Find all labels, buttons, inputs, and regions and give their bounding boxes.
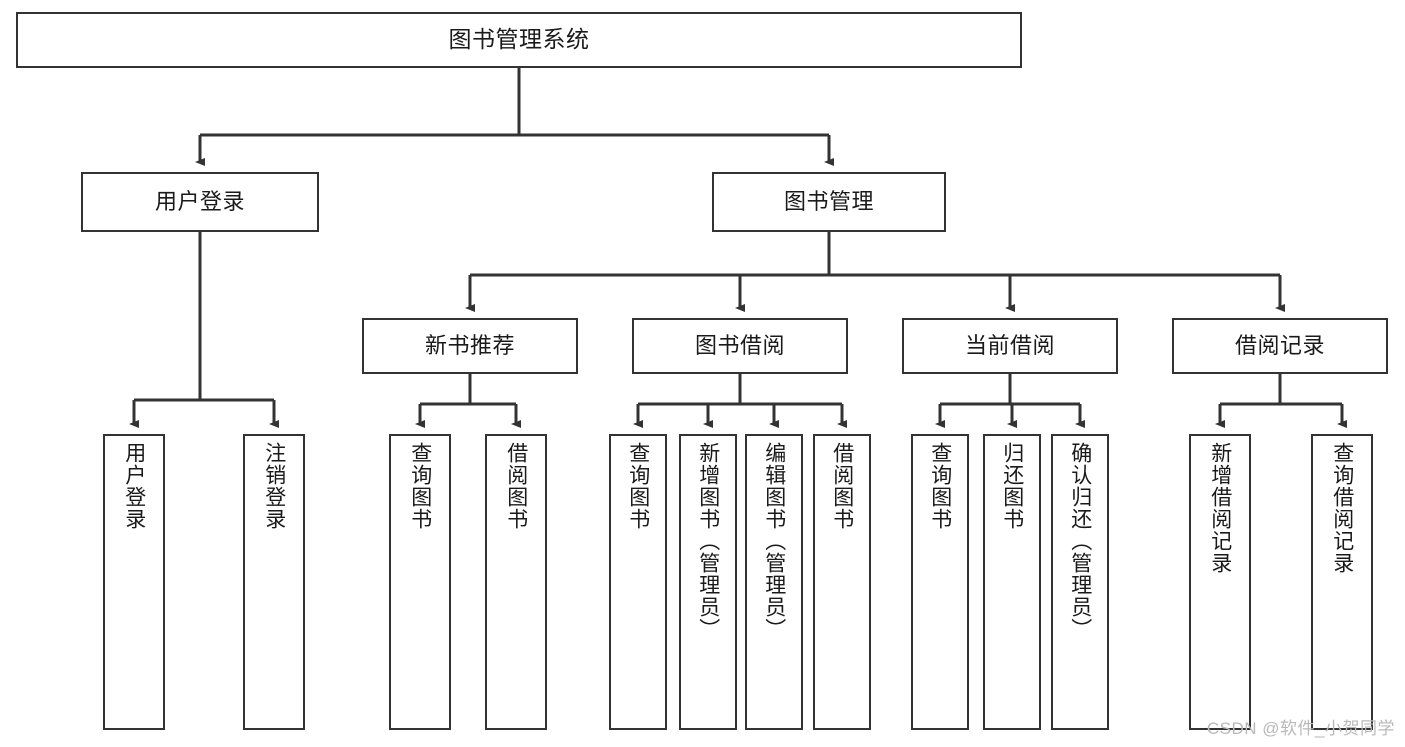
node-label: 用户登录 xyxy=(122,442,146,530)
node-b-query[interactable]: 查询图书 xyxy=(609,434,667,730)
node-root[interactable]: 图书管理系统 xyxy=(16,12,1022,68)
node-c-query[interactable]: 查询图书 xyxy=(911,434,969,730)
node-b-lend[interactable]: 借阅图书 xyxy=(813,434,871,730)
node-r-add[interactable]: 新增借阅记录 xyxy=(1189,434,1251,730)
node-record[interactable]: 借阅记录 xyxy=(1172,318,1388,374)
node-label: 借阅图书 xyxy=(504,442,528,530)
node-label: 查询图书 xyxy=(408,442,432,530)
node-c-return[interactable]: 归还图书 xyxy=(983,434,1041,730)
node-n-query[interactable]: 查询图书 xyxy=(389,434,451,730)
node-label: 图书管理 xyxy=(783,189,874,215)
node-label: 注销登录 xyxy=(262,442,286,530)
node-label: 新书推荐 xyxy=(424,333,515,359)
node-label: 编辑图书（管理员） xyxy=(762,442,786,640)
node-newbook[interactable]: 新书推荐 xyxy=(362,318,578,374)
node-label: 新增图书（管理员） xyxy=(696,442,720,640)
node-login[interactable]: 用户登录 xyxy=(81,172,319,232)
node-r-query[interactable]: 查询借阅记录 xyxy=(1311,434,1373,730)
node-label: 确认归还（管理员） xyxy=(1068,442,1092,640)
node-label: 图书管理系统 xyxy=(448,26,590,53)
node-b-add[interactable]: 新增图书（管理员） xyxy=(679,434,737,730)
node-label: 用户登录 xyxy=(154,189,245,215)
node-bookmgmt[interactable]: 图书管理 xyxy=(712,172,946,232)
node-label: 查询图书 xyxy=(626,442,650,530)
node-l-login[interactable]: 用户登录 xyxy=(103,434,165,730)
node-label: 归还图书 xyxy=(1000,442,1024,530)
node-n-borrow[interactable]: 借阅图书 xyxy=(485,434,547,730)
node-b-edit[interactable]: 编辑图书（管理员） xyxy=(745,434,803,730)
node-label: 当前借阅 xyxy=(964,333,1055,359)
watermark: CSDN @软件_小贺同学 xyxy=(1206,719,1395,738)
node-label: 图书借阅 xyxy=(694,333,785,359)
node-label: 新增借阅记录 xyxy=(1208,442,1232,574)
node-label: 借阅记录 xyxy=(1234,333,1325,359)
node-current[interactable]: 当前借阅 xyxy=(902,318,1118,374)
node-c-confirm[interactable]: 确认归还（管理员） xyxy=(1051,434,1109,730)
node-label: 查询图书 xyxy=(928,442,952,530)
node-l-logout[interactable]: 注销登录 xyxy=(243,434,305,730)
node-label: 借阅图书 xyxy=(830,442,854,530)
node-label: 查询借阅记录 xyxy=(1330,442,1354,574)
node-borrow[interactable]: 图书借阅 xyxy=(632,318,848,374)
